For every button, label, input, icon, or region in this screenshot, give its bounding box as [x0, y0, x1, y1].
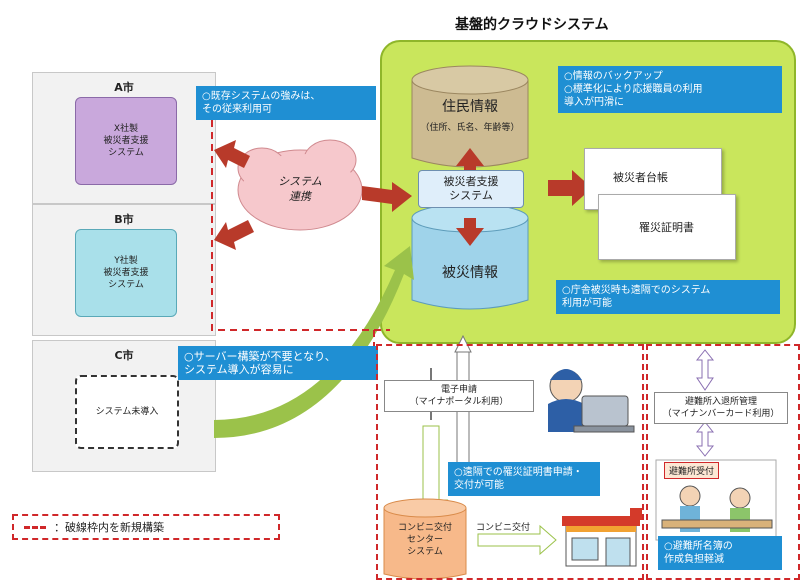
note-backup: ○情報のバックアップ ○標準化により応援職員の利用 導入が円滑に: [558, 66, 782, 113]
kiosk-center-label: コンビニ交付 センター システム: [397, 523, 452, 557]
support-system-box: 被災者支援 システム: [418, 170, 524, 208]
e-application-box: 電子申請 （マイナポータル利用）: [384, 380, 534, 412]
arrow-up-icon: [456, 148, 484, 175]
legend-dash-icon: [24, 526, 46, 529]
system-box-c: システム未導入: [75, 375, 179, 449]
system-box-b: Y社製 被災者支援 システム: [75, 229, 177, 317]
legend-box: ：破線枠内を新規構築: [12, 514, 280, 540]
kiosk-issue-label: コンビニ交付: [476, 523, 531, 533]
note-remote-cert: ○遠隔での罹災証明書申請・ 交付が可能: [448, 462, 600, 496]
diagram-title: 基盤的クラウドシステム: [455, 17, 609, 33]
certificate-doc: 罹災証明書: [598, 194, 736, 260]
city-name-c: C市: [114, 349, 134, 362]
disaster-info-title: 被災情報: [442, 265, 498, 281]
certificate-label: 罹災証明書: [639, 221, 694, 234]
kiosk-center-cylinder: [383, 498, 467, 580]
shelter-mgmt-box: 避難所入退所管理 （マイナンバーカード利用）: [654, 392, 788, 424]
convenience-store-icon: [562, 508, 642, 567]
shelter-desk-label: 避難所受付: [664, 462, 720, 479]
system-box-a: X社製 被災者支援 システム: [75, 97, 177, 185]
arrow-down-icon: [456, 218, 484, 246]
note-server: ○サーバー構築が不要となり、 システム導入が容易に: [178, 346, 378, 380]
system-link-cloud: [237, 139, 363, 231]
arrow-cloud-icon: [362, 182, 412, 212]
arrow-green-icon: [214, 246, 414, 438]
legend-label: ：破線枠内を新規構築: [54, 521, 164, 534]
arrow-city-b-icon: [214, 220, 254, 250]
note-existing: ○既存システムの強みは、 その従来利用可: [196, 86, 376, 120]
note-shelter-reduce: ○避難所名簿の 作成負担軽減: [658, 536, 782, 570]
resident-info-sub: （住所、氏名、年齢等）: [420, 123, 520, 133]
city-panel-b: B市 Y社製 被災者支援 システム: [32, 204, 216, 336]
note-remote: ○庁舎被災時も遠隔でのシステム 利用が可能: [556, 280, 780, 314]
arrow-city-a-icon: [214, 140, 250, 168]
arrow-right-icon: [548, 170, 592, 206]
system-link-label: システム 連携: [278, 175, 322, 203]
person-laptop-icon: [548, 369, 635, 433]
resident-db-cylinder: [411, 65, 529, 168]
city-name-b: B市: [114, 213, 134, 226]
city-name-a: A市: [114, 81, 134, 94]
resident-info-title: 住民情報: [442, 99, 498, 115]
new-build-area-right: [646, 344, 800, 580]
city-panel-a: A市 X社製 被災者支援 システム: [32, 72, 216, 204]
new-build-area-left: [376, 344, 644, 580]
ledger-label: 被災者台帳: [613, 171, 668, 184]
